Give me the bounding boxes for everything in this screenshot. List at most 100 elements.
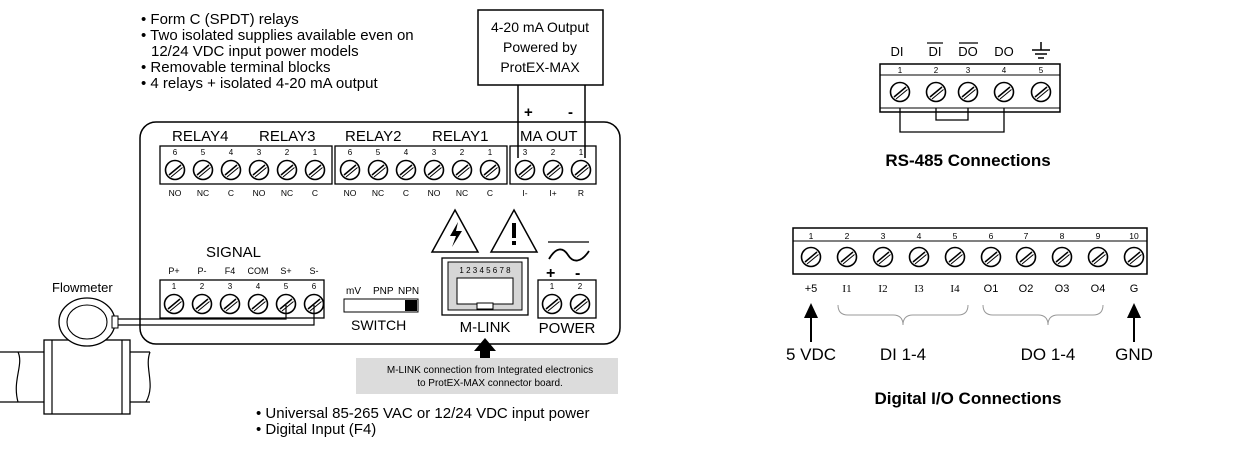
dio-terminal-screw[interactable] — [800, 246, 822, 268]
signal-pin-number: 2 — [200, 282, 205, 291]
rs485-label-do: DO — [994, 44, 1014, 59]
rs485-jumper-outer — [899, 108, 1005, 133]
signal-terminal-screw[interactable] — [191, 293, 213, 315]
relay-pin-number: 4 — [404, 148, 409, 157]
power-minus-sign: - — [575, 265, 580, 282]
dio-terminal-screw[interactable] — [908, 246, 930, 268]
signal-terminal-screw[interactable] — [219, 293, 241, 315]
feature-item: • 4 relays + isolated 4-20 mA output — [141, 75, 378, 92]
relay-terminal-screw[interactable] — [192, 159, 214, 181]
dio-pin-number: 1 — [809, 231, 814, 241]
relay-terminal-screw[interactable] — [479, 159, 501, 181]
signal-pin-number: 1 — [172, 282, 177, 291]
relay-pin-label: C — [487, 188, 493, 198]
dio-pin-label: I4 — [950, 283, 960, 295]
dio-pin-label: G — [1130, 283, 1139, 295]
rs485-terminal-screw[interactable] — [1030, 81, 1052, 103]
ma-out-block — [509, 145, 597, 185]
signal-pin-label: COM — [248, 266, 269, 276]
dio-terminal-screw[interactable] — [1015, 246, 1037, 268]
relay-terminal-screw[interactable] — [276, 159, 298, 181]
relay-terminal-screw[interactable] — [248, 159, 270, 181]
power-screw-1[interactable] — [541, 293, 563, 315]
relay-pin-label: NO — [169, 188, 182, 198]
features-top-list: • Form C (SPDT) relays • Two isolated su… — [141, 12, 414, 92]
ac-icon — [548, 241, 590, 262]
dio-terminal-screw[interactable] — [1087, 246, 1109, 268]
relay-terminal-screw[interactable] — [164, 159, 186, 181]
rs485-label-di-inverted: DI — [929, 44, 942, 59]
ma-out-terminal-screw[interactable] — [570, 159, 592, 181]
relay-terminal-screw[interactable] — [304, 159, 326, 181]
digital-io-title: Digital I/O Connections — [874, 389, 1061, 408]
rs485-title: RS-485 Connections — [885, 151, 1050, 170]
di-brace — [837, 304, 969, 326]
feature-item: • Universal 85-265 VAC or 12/24 VDC inpu… — [256, 405, 590, 422]
dio-terminal-screw[interactable] — [872, 246, 894, 268]
ma-out-label: MA OUT — [520, 128, 578, 145]
flowmeter-icon — [0, 297, 151, 415]
feature-item: • Two isolated supplies available even o… — [141, 27, 414, 44]
relay-pin-number: 5 — [201, 148, 206, 157]
switch-option-mv: mV — [346, 286, 361, 297]
ma-pin-label: I+ — [549, 188, 556, 198]
ground-icon — [1032, 42, 1050, 59]
relay-terminal-screw[interactable] — [367, 159, 389, 181]
group-5vdc: 5 VDC — [786, 345, 836, 364]
high-voltage-icon — [430, 208, 480, 253]
relay-pin-label: C — [228, 188, 234, 198]
ma-out-terminal-screw[interactable] — [514, 159, 536, 181]
mlink-note-line1: M-LINK connection from Integrated electr… — [387, 365, 593, 376]
relay-terminal-screw[interactable] — [395, 159, 417, 181]
dio-terminal-screw[interactable] — [1051, 246, 1073, 268]
dio-terminal-screw[interactable] — [980, 246, 1002, 268]
mlink-connector[interactable]: 1 2 3 4 5 6 7 8 — [441, 257, 529, 316]
relay-pin-number: 6 — [348, 148, 353, 157]
switch-slider[interactable] — [405, 300, 417, 311]
relay-pin-label: C — [403, 188, 409, 198]
rs485-jumper-inner — [935, 108, 969, 121]
rs485-terminal-screw[interactable] — [925, 81, 947, 103]
output-box-line1: 4-20 mA Output — [491, 19, 589, 35]
dio-pin-number: 9 — [1096, 231, 1101, 241]
dio-pin-label: O1 — [984, 283, 999, 295]
ma-out-terminal-screw[interactable] — [542, 159, 564, 181]
group-di: DI 1-4 — [880, 345, 926, 364]
relay-terminal-screw[interactable] — [339, 159, 361, 181]
up-arrow-icon — [474, 338, 496, 351]
power-screw-2[interactable] — [569, 293, 591, 315]
output-box: 4-20 mA Output Powered by ProtEX-MAX — [477, 9, 604, 86]
signal-terminal-screw[interactable] — [163, 293, 185, 315]
power-pin-1: 1 — [550, 282, 555, 291]
feature-item: 12/24 VDC input power models — [151, 43, 359, 60]
gnd-arrow-icon — [1127, 303, 1141, 318]
relay-pin-label: NC — [372, 188, 384, 198]
mlink-label: M-LINK — [460, 319, 511, 336]
relay-terminal-screw[interactable] — [220, 159, 242, 181]
relay-terminal-screw[interactable] — [423, 159, 445, 181]
relay-pin-number: 3 — [257, 148, 262, 157]
mlink-pin-numbers: 1 2 3 4 5 6 7 8 — [459, 266, 511, 275]
power-label: POWER — [539, 320, 596, 337]
dio-pin-number: 3 — [881, 231, 886, 241]
dio-terminal-screw[interactable] — [944, 246, 966, 268]
output-box-line3: ProtEX-MAX — [500, 59, 580, 75]
digital-io-block — [792, 227, 1148, 275]
flowmeter-wire-s-minus — [118, 305, 315, 326]
relay2-label: RELAY2 — [345, 128, 401, 145]
signal-pin-label: P- — [198, 266, 207, 276]
rs485-terminal-screw[interactable] — [957, 81, 979, 103]
dio-terminal-screw[interactable] — [836, 246, 858, 268]
signal-terminal-screw[interactable] — [247, 293, 269, 315]
signal-pin-label: S- — [310, 266, 319, 276]
dio-pin-number: 4 — [917, 231, 922, 241]
relay-block-left — [159, 145, 333, 185]
relay-terminal-screw[interactable] — [451, 159, 473, 181]
ma-pin-label: I- — [522, 188, 527, 198]
rs485-terminal-screw[interactable] — [993, 81, 1015, 103]
relay-pin-number: 6 — [173, 148, 178, 157]
dio-terminal-screw[interactable] — [1123, 246, 1145, 268]
rs485-terminal-screw[interactable] — [889, 81, 911, 103]
group-do: DO 1-4 — [1021, 345, 1076, 364]
dio-pin-number: 5 — [953, 231, 958, 241]
